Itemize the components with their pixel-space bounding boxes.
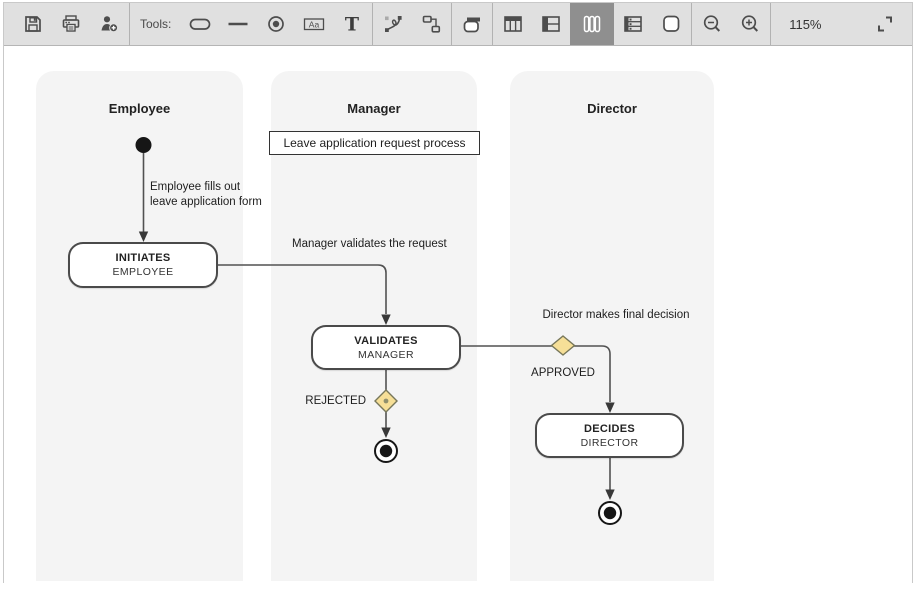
vertical-lanes-tool-icon <box>584 15 601 33</box>
arrowhead <box>381 314 391 325</box>
arrowhead <box>605 489 615 500</box>
add-user-button[interactable] <box>90 3 128 45</box>
rounded-square-tool-icon <box>663 15 680 32</box>
horizontal-lanes-tool-icon <box>542 16 561 32</box>
node-title: VALIDATES <box>354 334 418 347</box>
tree-tool-button[interactable] <box>412 3 450 45</box>
rounded-square-tool-button[interactable] <box>652 3 690 45</box>
lane-director[interactable]: Director <box>510 71 714 581</box>
list-tool-button[interactable] <box>614 3 652 45</box>
diagram-title: Leave application request process <box>283 136 466 150</box>
list-tool-icon <box>624 16 643 32</box>
save-button[interactable] <box>14 3 52 45</box>
node-title: DECIDES <box>584 422 635 435</box>
print-icon <box>62 15 80 32</box>
node-validates[interactable]: VALIDATES MANAGER <box>311 325 461 370</box>
edge-label-director-decision[interactable]: Director makes final decision <box>542 309 690 321</box>
edge-label-manager-validates[interactable]: Manager validates the request <box>292 238 447 250</box>
toolbar-separator <box>372 3 374 45</box>
node-title: INITIATES <box>115 252 171 264</box>
toolbar-separator <box>770 3 772 45</box>
lane-employee[interactable]: Employee <box>36 71 243 581</box>
end-node-tool-button[interactable] <box>257 3 295 45</box>
rounded-rect-tool-icon <box>190 18 211 30</box>
edge-validates-to-decides[interactable] <box>461 345 611 402</box>
node-subtitle: EMPLOYEE <box>112 266 174 278</box>
table-columns-tool-icon <box>504 16 523 32</box>
edges-overlay <box>135 137 622 525</box>
zoom-in-icon <box>742 15 759 32</box>
lane-title: Director <box>587 101 637 116</box>
arrowhead <box>605 402 615 413</box>
table-columns-tool-button[interactable] <box>494 3 532 45</box>
line-tool-icon <box>228 22 248 26</box>
text-tool-icon: T <box>345 14 359 36</box>
end-node-core <box>603 506 617 520</box>
lane-title: Employee <box>108 101 171 116</box>
print-button[interactable] <box>52 3 90 45</box>
lane-title: Manager <box>347 101 401 116</box>
node-subtitle: MANAGER <box>358 348 414 361</box>
zoom-out-button[interactable] <box>693 3 731 45</box>
arrowhead <box>381 427 391 438</box>
end-node-core <box>379 444 393 458</box>
save-icon <box>25 16 41 32</box>
node-subtitle: DIRECTOR <box>580 436 639 449</box>
edge-label-fill-form[interactable]: Employee fills out leave application for… <box>150 181 262 208</box>
curve-tool-button[interactable] <box>374 3 412 45</box>
tools-label: Tools: <box>140 17 172 31</box>
horizontal-lanes-tool-button[interactable] <box>532 3 570 45</box>
zoom-out-icon <box>704 15 721 32</box>
diagram-title-box[interactable]: Leave application request process <box>269 131 480 155</box>
end-node-tool-icon <box>268 16 285 32</box>
toolbar-separator <box>691 3 693 45</box>
line-tool-button[interactable] <box>219 3 257 45</box>
expand-icon <box>878 16 892 32</box>
textbox-tool-button[interactable]: Aa <box>295 3 333 45</box>
edge-label-approved[interactable]: APPROVED <box>531 367 595 379</box>
node-decides[interactable]: DECIDES DIRECTOR <box>535 413 684 458</box>
rounded-rect-tool-button[interactable] <box>181 3 219 45</box>
toolbar-separator <box>451 3 453 45</box>
text-tool-button[interactable]: T <box>333 3 371 45</box>
tree-tool-icon <box>423 15 441 33</box>
pool-tool-button[interactable] <box>453 3 491 45</box>
textbox-tool-icon: Aa <box>304 18 325 31</box>
expand-button[interactable] <box>866 3 904 45</box>
diagram-canvas[interactable]: Employee Manager Director <box>4 46 912 584</box>
diamond-dot <box>383 398 389 404</box>
start-node[interactable] <box>135 137 152 153</box>
approve-decision-diamond[interactable] <box>550 335 576 356</box>
svg-text:T: T <box>345 14 359 36</box>
app-window: Tools: Aa T <box>3 2 913 584</box>
toolbar-separator <box>129 3 130 45</box>
vertical-lanes-tool-button[interactable] <box>570 3 615 45</box>
node-initiates[interactable]: INITIATES EMPLOYEE <box>68 242 218 288</box>
toolbar: Tools: Aa T <box>4 3 912 46</box>
zoom-level[interactable]: 115% <box>789 16 822 32</box>
zoom-in-button[interactable] <box>731 3 769 45</box>
toolbar-separator <box>492 3 494 45</box>
svg-text:Aa: Aa <box>309 19 320 29</box>
curve-tool-icon <box>385 16 402 32</box>
edge-initiates-to-validates[interactable] <box>218 264 387 314</box>
pool-tool-icon <box>464 17 481 33</box>
arrowhead <box>138 231 149 242</box>
edge-label-rejected[interactable]: REJECTED <box>305 395 366 407</box>
add-user-icon <box>101 16 119 33</box>
